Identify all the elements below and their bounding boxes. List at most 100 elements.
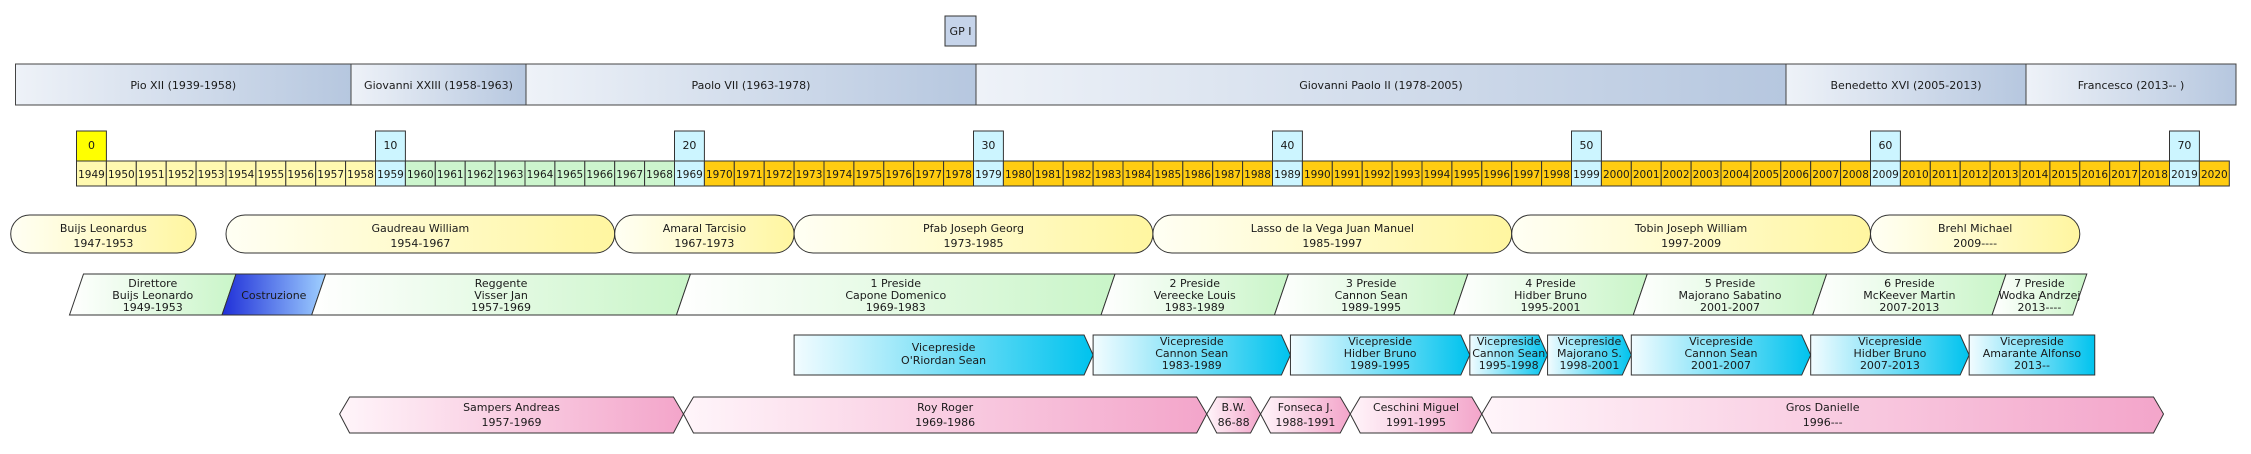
year-cell: 1968 <box>644 160 675 187</box>
year-label: 1990 <box>1304 169 1331 181</box>
gp-label-text: GP I <box>950 25 972 38</box>
year-cell: 1998 <box>1541 160 1572 187</box>
year-label: 1981 <box>1035 169 1062 181</box>
vicepreside-role: Vicepreside <box>1348 335 1412 348</box>
vicepreside-name: Cannon Sean <box>1684 347 1757 360</box>
year-cell: 2009 <box>1870 160 1901 187</box>
year-label: 2007 <box>1812 169 1839 181</box>
year-cell: 1977 <box>913 160 945 187</box>
year-label: 1985 <box>1154 169 1181 181</box>
year-label: 2005 <box>1752 169 1779 181</box>
secretary-name: Sampers Andreas <box>463 401 560 414</box>
decade-label: 20 <box>682 139 696 152</box>
year-cell: 1989 <box>1272 160 1303 187</box>
year-label: 1992 <box>1364 169 1391 181</box>
year-cell: 1993 <box>1391 160 1423 187</box>
year-cell: 2000 <box>1600 160 1632 187</box>
decade-marker: 40 <box>1272 130 1303 162</box>
year-cell: 2011 <box>1929 160 1961 187</box>
vicepreside-name: O'Riordan Sean <box>901 354 986 367</box>
year-cell: 1956 <box>285 160 317 187</box>
pope-label: Giovanni Paolo II (1978-2005) <box>1299 79 1462 92</box>
vicepreside-years: 1989-1995 <box>1350 359 1410 372</box>
year-label: 2019 <box>2171 169 2198 181</box>
year-label: 1964 <box>527 169 554 181</box>
vicepreside-role: Vicepreside <box>1477 335 1541 348</box>
year-cell: 1986 <box>1182 160 1214 187</box>
year-cell: 1962 <box>464 160 496 187</box>
year-label: 1996 <box>1483 169 1510 181</box>
year-label: 1963 <box>497 169 524 181</box>
year-cell: 2017 <box>2109 160 2141 187</box>
decade-marker: 10 <box>375 130 406 162</box>
director-role: 2 Preside <box>1169 277 1220 290</box>
year-cell: 2014 <box>2019 160 2051 187</box>
year-cell: 1970 <box>703 160 735 187</box>
vicepreside-role: Vicepreside <box>1689 335 1753 348</box>
decade-label: 60 <box>1878 139 1892 152</box>
pope-box: Giovanni Paolo II (1978-2005) <box>975 63 1787 106</box>
year-label: 1995 <box>1453 169 1480 181</box>
secretary-box: B.W.86-88 <box>1206 396 1262 434</box>
year-cell: 1975 <box>853 160 885 187</box>
year-label: 1951 <box>138 169 165 181</box>
director-role: 1 Preside <box>870 277 921 290</box>
director-role: 3 Preside <box>1346 277 1397 290</box>
year-cell: 1985 <box>1152 160 1184 187</box>
general-years: 1997-2009 <box>1661 237 1721 250</box>
year-label: 1983 <box>1095 169 1122 181</box>
year-cell: 2010 <box>1899 160 1931 187</box>
decade-label: 0 <box>88 139 95 152</box>
year-cell: 1994 <box>1421 160 1453 187</box>
general-name: Lasso de la Vega Juan Manuel <box>1251 222 1414 235</box>
year-cell: 1953 <box>195 160 227 187</box>
year-cell: 1983 <box>1092 160 1124 187</box>
vicepreside-name: Amarante Alfonso <box>1983 347 2082 360</box>
director-name: Hidber Bruno <box>1514 289 1587 302</box>
director-role: Direttore <box>128 277 177 290</box>
pope-box: Francesco (2013-- ) <box>2025 63 2237 106</box>
year-label: 1957 <box>317 169 344 181</box>
year-cell: 1979 <box>973 160 1004 187</box>
pope-label: Francesco (2013-- ) <box>2078 79 2185 92</box>
year-label: 1994 <box>1424 169 1451 181</box>
year-cell: 1964 <box>524 160 556 187</box>
year-cell: 1950 <box>105 160 137 187</box>
year-cell: 2005 <box>1750 160 1782 187</box>
year-cell: 1974 <box>823 160 855 187</box>
vicepreside-role: Vicepreside <box>1558 335 1622 348</box>
general-name: Tobin Joseph William <box>1634 222 1747 235</box>
year-label: 1999 <box>1573 169 1600 181</box>
year-label: 1974 <box>826 169 853 181</box>
decade-label: 30 <box>981 139 995 152</box>
year-cell: 2008 <box>1840 160 1871 187</box>
year-label: 1955 <box>257 169 284 181</box>
year-label: 1971 <box>736 169 763 181</box>
year-cell: 1957 <box>315 160 347 187</box>
vicepreside-name: Cannon Sean <box>1155 347 1228 360</box>
decade-label: 10 <box>383 139 397 152</box>
year-label: 1967 <box>616 169 643 181</box>
year-label: 2008 <box>1842 169 1869 181</box>
year-label: 2012 <box>1962 169 1989 181</box>
year-label: 2001 <box>1633 169 1660 181</box>
year-label: 1956 <box>287 169 314 181</box>
year-cell: 1965 <box>554 160 586 187</box>
vicepreside-years: 1998-2001 <box>1559 359 1619 372</box>
year-label: 1962 <box>467 169 494 181</box>
year-label: 2000 <box>1603 169 1630 181</box>
year-cell: 1960 <box>404 160 436 187</box>
year-cell: 2004 <box>1720 160 1752 187</box>
year-label: 1970 <box>706 169 733 181</box>
year-cell: 1980 <box>1002 160 1034 187</box>
director-name: Vereecke Louis <box>1154 289 1236 302</box>
